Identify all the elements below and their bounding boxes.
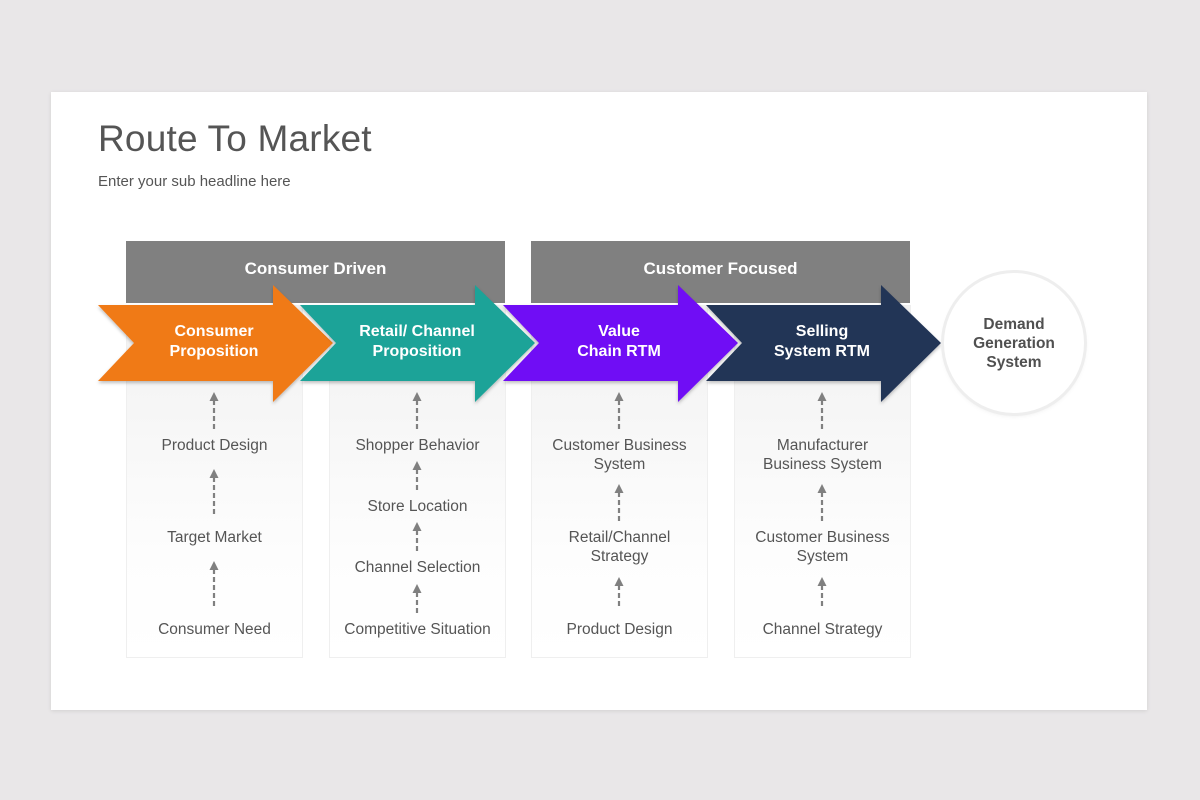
stage-3-item: Product Design <box>566 621 673 638</box>
stage-4-item: Channel Strategy <box>762 621 883 638</box>
stage-2-item: Shopper Behavior <box>355 437 480 454</box>
group-header-consumer-driven: Consumer Driven <box>126 241 505 303</box>
stage-1-item: Product Design <box>161 437 268 454</box>
slide-title: Route To Market <box>98 118 372 159</box>
demand-generation-circle: Demand Generation System <box>944 273 1084 413</box>
stage-2-item: Competitive Situation <box>344 621 491 638</box>
slide-subtitle: Enter your sub headline here <box>98 173 291 190</box>
stage-1-item: Consumer Need <box>158 621 271 638</box>
stage-1-item: Target Market <box>167 529 262 546</box>
stage-2-item: Channel Selection <box>354 559 481 576</box>
stage-2-item: Store Location <box>367 498 468 515</box>
group-header-customer-focused: Customer Focused <box>531 241 910 303</box>
